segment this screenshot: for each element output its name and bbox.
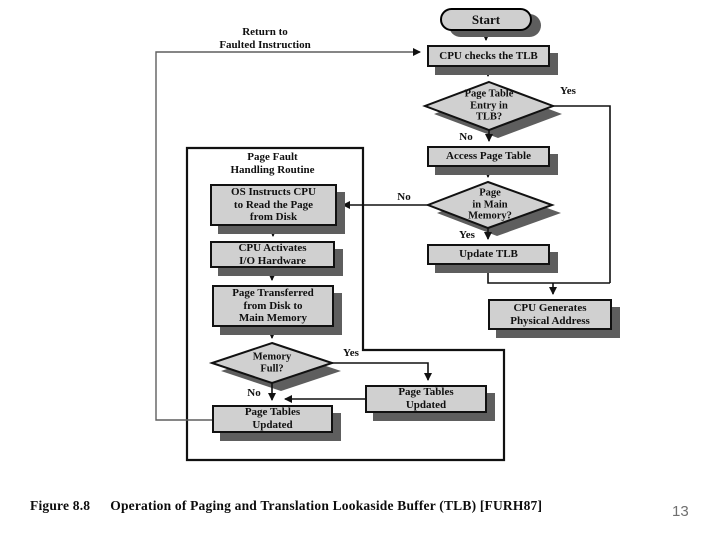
- node-page-tables-updated-bottom-label: Page Tables Updated: [244, 406, 301, 431]
- edge-tlb-yes: [553, 105, 611, 283]
- page-number: 13: [672, 503, 689, 520]
- figure-caption-number: Figure 8.8: [30, 498, 91, 513]
- edge-label-full-yes: Yes: [343, 347, 359, 359]
- node-page-transferred-label: Page Transferred from Disk to Main Memor…: [232, 286, 314, 325]
- node-os-instructs-label: OS Instructs CPU to Read the Page from D…: [231, 185, 316, 224]
- node-cpu-activates-label: CPU Activates I/O Hardware: [238, 241, 307, 267]
- node-update-tlb: Update TLB: [427, 244, 550, 265]
- node-page-tables-updated-right-label: Page Tables Updated: [398, 386, 454, 411]
- edge-full-yes: [332, 362, 432, 381]
- node-update-tlb-label: Update TLB: [459, 248, 518, 261]
- node-cpu-generates-label: CPU Generates Physical Address: [510, 301, 590, 327]
- edge-label-tlb-no: No: [459, 131, 473, 143]
- node-access-page-table: Access Page Table: [427, 146, 550, 167]
- node-cpu-checks-tlb-label: CPU checks the TLB: [439, 49, 538, 62]
- node-os-instructs: OS Instructs CPU to Read the Page from D…: [210, 184, 337, 226]
- edge-updatetlb-junction: [487, 265, 610, 284]
- node-page-tables-updated-right: Page Tables Updated: [365, 385, 487, 413]
- edge-return-to-faulted-instruction: [155, 48, 421, 421]
- edge-label-full-no: No: [247, 387, 261, 399]
- node-access-page-table-label: Access Page Table: [446, 150, 531, 163]
- node-cpu-checks-tlb: CPU checks the TLB: [427, 45, 550, 67]
- node-page-transferred: Page Transferred from Disk to Main Memor…: [212, 285, 334, 327]
- edge-label-tlb-yes: Yes: [560, 85, 576, 97]
- node-start: Start: [440, 8, 532, 31]
- return-path-label: Return to Faulted Instruction: [219, 26, 311, 51]
- edge-label-mem-no: No: [397, 191, 411, 203]
- node-page-in-memory-label: Page in Main Memory?: [468, 187, 512, 222]
- node-start-label: Start: [471, 11, 501, 27]
- figure-caption-title: Operation of Paging and Translation Look…: [110, 498, 543, 513]
- edge-label-mem-yes: Yes: [459, 229, 475, 241]
- routine-container-border: [185, 146, 506, 462]
- node-memory-full-label: Memory Full?: [252, 351, 292, 374]
- node-cpu-generates: CPU Generates Physical Address: [488, 299, 612, 330]
- node-page-tables-updated-bottom: Page Tables Updated: [212, 405, 333, 433]
- node-cpu-activates: CPU Activates I/O Hardware: [210, 241, 335, 268]
- figure-caption: Figure 8.8 Operation of Paging and Trans…: [30, 498, 542, 514]
- node-tlb-entry-label: Page Table Entry in TLB?: [464, 88, 514, 123]
- routine-container-label: Page Fault Handling Routine: [230, 151, 315, 176]
